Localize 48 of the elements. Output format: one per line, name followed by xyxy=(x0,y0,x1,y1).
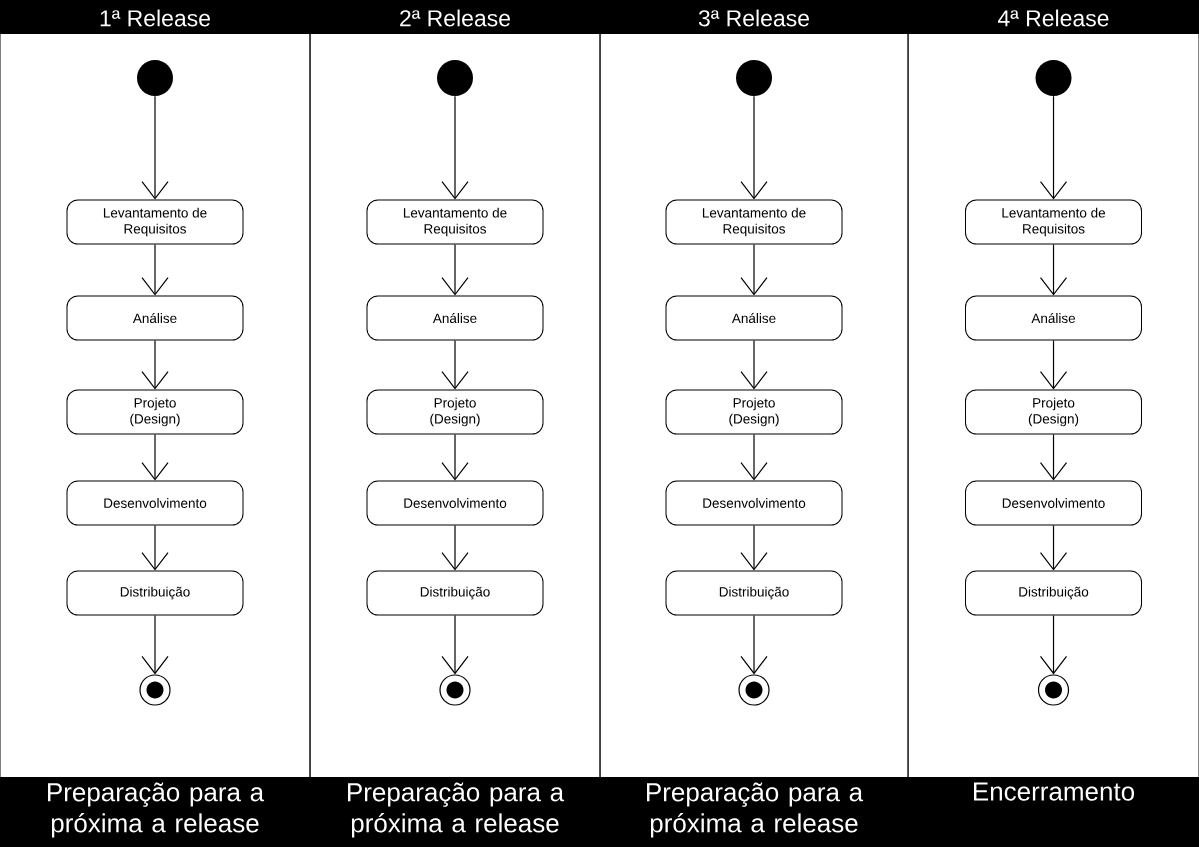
arrow xyxy=(141,95,169,200)
activity-box: Levantamento de Requisitos xyxy=(66,199,244,245)
activity-box: Desenvolvimento xyxy=(665,480,843,526)
activity-box: Projeto (Design) xyxy=(965,389,1142,435)
activity-box: Projeto (Design) xyxy=(665,389,843,435)
arrow xyxy=(1039,95,1068,200)
start-dot xyxy=(736,60,772,96)
swimlane xyxy=(599,0,909,847)
end-bullseye xyxy=(1037,674,1070,706)
activity-box: Distribuição xyxy=(66,570,244,616)
activity-box: Análise xyxy=(66,295,244,341)
activity-box: Desenvolvimento xyxy=(366,480,544,526)
lane-title: 1ª Release xyxy=(100,9,210,27)
activity-box: Distribuição xyxy=(366,570,544,616)
arrow xyxy=(740,614,768,675)
lane-title: 4ª Release xyxy=(998,9,1109,27)
lane-title: 2ª Release xyxy=(400,9,510,27)
start-dot xyxy=(437,60,473,96)
activity-box: Análise xyxy=(366,295,544,341)
swimlane xyxy=(0,0,311,847)
activity-box: Desenvolvimento xyxy=(66,480,244,526)
activity-box: Levantamento de Requisitos xyxy=(665,199,843,245)
start-dot xyxy=(137,60,173,96)
activity-box: Projeto (Design) xyxy=(366,389,544,435)
arrow xyxy=(441,614,469,675)
activity-box: Levantamento de Requisitos xyxy=(366,199,544,245)
lane-footer: Preparação para a próxima a release xyxy=(647,782,864,838)
arrow xyxy=(740,95,768,200)
lane-footer: Encerramento xyxy=(974,782,1135,801)
end-bullseye xyxy=(139,674,171,706)
activity-box: Projeto (Design) xyxy=(66,389,244,435)
arrow xyxy=(441,95,469,200)
swimlane xyxy=(907,0,1199,847)
swimlane xyxy=(309,0,601,847)
start-dot xyxy=(1035,60,1072,96)
lane-footer: Preparação para a próxima a release xyxy=(48,782,265,838)
end-bullseye xyxy=(738,674,770,706)
activity-box: Análise xyxy=(965,295,1142,341)
activity-box: Levantamento de Requisitos xyxy=(965,199,1142,245)
lane-title: 3ª Release xyxy=(698,9,809,27)
lane-footer: Preparação para a próxima a release xyxy=(348,782,565,838)
activity-box: Análise xyxy=(665,295,843,341)
activity-box: Distribuição xyxy=(665,570,843,616)
end-bullseye xyxy=(439,674,471,706)
activity-box: Distribuição xyxy=(965,570,1142,616)
activity-box: Desenvolvimento xyxy=(965,480,1142,526)
arrow xyxy=(141,614,169,675)
arrow xyxy=(1039,614,1068,675)
